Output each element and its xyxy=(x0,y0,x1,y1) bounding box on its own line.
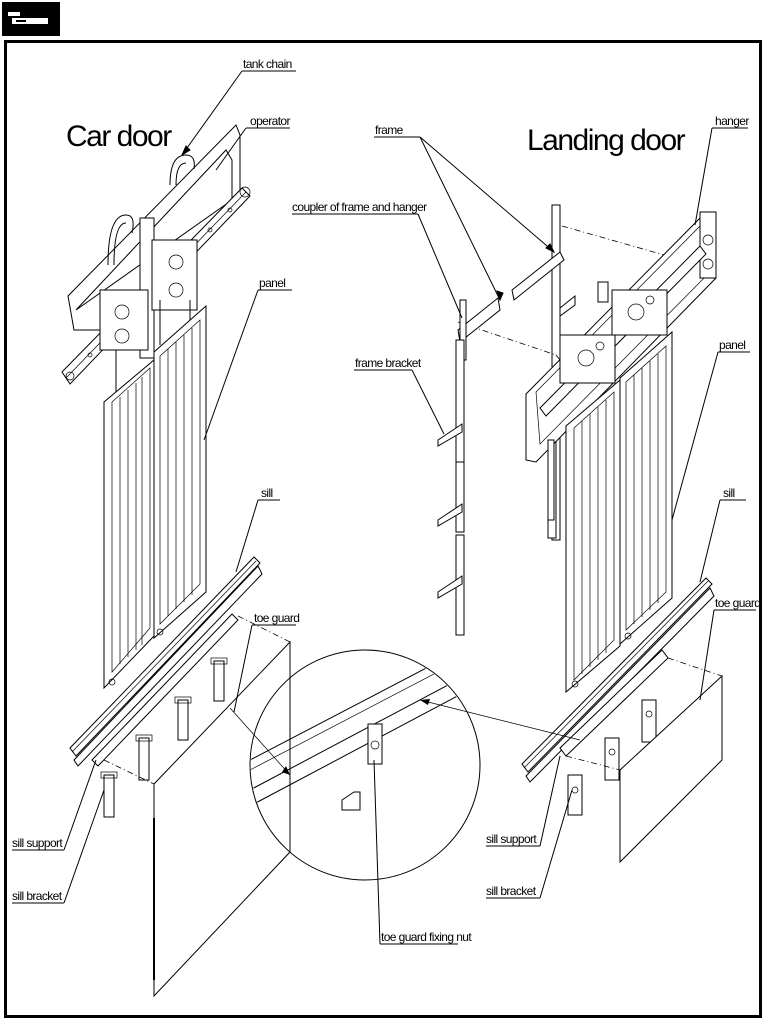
label-operator: operator xyxy=(250,114,290,128)
label-hanger: hanger xyxy=(715,114,749,128)
label-frame-bracket: frame bracket xyxy=(355,356,422,370)
label-frame: frame xyxy=(375,123,404,137)
frame-bracket-column xyxy=(437,339,465,636)
label-panel-right: panel xyxy=(719,338,745,352)
label-coupler: coupler of frame and hanger xyxy=(292,200,427,214)
car-panel-left xyxy=(103,358,155,690)
label-toe-guard-right: toe guard xyxy=(715,596,760,610)
landing-panel-right xyxy=(619,330,673,646)
label-sill-bracket-right: sill bracket xyxy=(486,884,537,898)
car-door-assembly xyxy=(61,124,291,998)
car-sill xyxy=(69,556,261,757)
label-sill-bracket-left: sill bracket xyxy=(12,889,63,903)
leader-lines xyxy=(12,70,756,945)
label-sill-left: sill xyxy=(261,486,273,500)
label-toe-guard-left: toe guard xyxy=(254,611,299,625)
car-panel-right xyxy=(153,304,207,640)
logo-icon xyxy=(2,2,60,36)
label-tank-chain: tank chain xyxy=(243,57,292,71)
label-sill-support-left: sill support xyxy=(12,836,63,850)
landing-door-assembly xyxy=(457,204,723,864)
label-sill-support-right: sill support xyxy=(486,832,537,846)
label-sill-right: sill xyxy=(723,486,735,500)
car-door-title: Car door xyxy=(66,120,172,153)
label-panel-left: panel xyxy=(259,276,285,290)
landing-sill xyxy=(521,577,713,773)
label-toe-guard-fixing-nut: toe guard fixing nut xyxy=(381,930,472,944)
landing-door-title: Landing door xyxy=(527,124,686,157)
landing-toe-guard xyxy=(619,674,723,864)
landing-panel-left xyxy=(565,378,621,694)
header-bar xyxy=(0,0,768,40)
drawing-frame xyxy=(4,40,762,1018)
